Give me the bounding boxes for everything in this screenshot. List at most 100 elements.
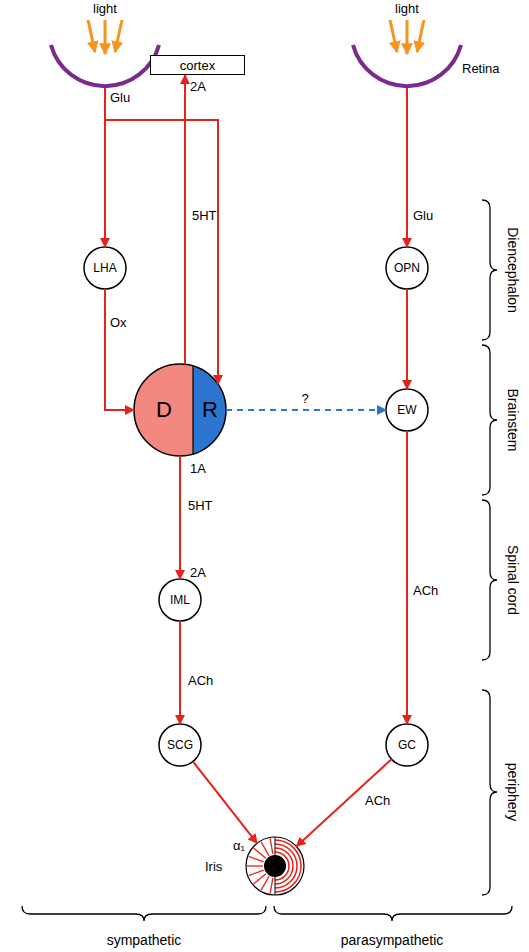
circle-outline bbox=[134, 364, 226, 456]
connector-label: Glu bbox=[110, 91, 130, 104]
dilator-fiber bbox=[247, 865, 263, 866]
connector bbox=[406, 431, 408, 724]
iris: Iris bbox=[205, 835, 305, 897]
curly-bracket bbox=[482, 200, 497, 340]
dilator-fiber bbox=[254, 874, 266, 884]
receptor-label: α₁ bbox=[233, 839, 245, 852]
connector bbox=[406, 289, 408, 389]
dilator-fiber bbox=[254, 848, 266, 858]
nucleus-circle: IML bbox=[158, 578, 202, 622]
retina: light bbox=[48, 0, 162, 88]
dilator-fiber bbox=[261, 842, 269, 856]
target-box: cortex bbox=[150, 55, 245, 75]
node-label: GC bbox=[398, 739, 416, 751]
curly-bracket bbox=[482, 500, 497, 660]
raphe-half bbox=[193, 363, 227, 457]
region-label: periphery bbox=[506, 763, 520, 821]
connector-label: 5HT bbox=[188, 499, 213, 512]
iris-divider bbox=[275, 837, 276, 855]
connector bbox=[184, 75, 186, 364]
ganglion-circle: SCG bbox=[158, 723, 202, 767]
retina-arc bbox=[51, 45, 159, 86]
node-label: light bbox=[48, 2, 162, 15]
node-label: LHA bbox=[93, 262, 116, 274]
node-label: Retina bbox=[462, 62, 500, 75]
light-ray bbox=[104, 20, 107, 54]
region-label: Diencephalon bbox=[506, 227, 520, 313]
connector bbox=[193, 762, 257, 844]
connector bbox=[104, 88, 106, 247]
brackets bbox=[22, 200, 512, 921]
retina-outline bbox=[350, 42, 464, 88]
circle-outline bbox=[159, 579, 201, 621]
nucleus-circle: EW bbox=[385, 388, 429, 432]
dilator-fiber bbox=[249, 856, 264, 861]
region-label: Brainstem bbox=[506, 388, 520, 451]
iris-outline bbox=[246, 837, 304, 895]
region-label: Spinal cord bbox=[506, 545, 520, 615]
connector bbox=[105, 88, 218, 384]
dilator-fiber bbox=[270, 878, 273, 894]
light-ray bbox=[406, 20, 409, 54]
connector-label: ACh bbox=[413, 584, 438, 597]
node-label: IML bbox=[170, 594, 190, 606]
connector-label: 5HT bbox=[192, 209, 217, 222]
circle-outline bbox=[386, 724, 428, 766]
connector bbox=[179, 456, 181, 579]
iris-divider bbox=[275, 877, 276, 895]
iris-art bbox=[246, 837, 304, 895]
node-label: EW bbox=[397, 404, 416, 416]
connector-label: ACh bbox=[188, 674, 213, 687]
connector bbox=[406, 88, 408, 247]
circle-outline bbox=[386, 389, 428, 431]
node-label: light bbox=[350, 2, 464, 15]
curly-bracket bbox=[22, 906, 266, 921]
connector bbox=[226, 409, 386, 411]
retina: lightRetina bbox=[350, 0, 510, 88]
circle-outline bbox=[84, 247, 126, 289]
dilator-fiber bbox=[270, 838, 273, 854]
connector bbox=[296, 759, 391, 846]
connector bbox=[105, 289, 134, 410]
curly-bracket bbox=[274, 906, 512, 921]
connector-label: ACh bbox=[365, 794, 390, 807]
nucleus-circle: LHA bbox=[83, 246, 127, 290]
curly-bracket bbox=[482, 690, 497, 895]
dilator-fiber bbox=[261, 876, 269, 890]
receptor-label: 1A bbox=[190, 462, 206, 475]
light-ray bbox=[115, 20, 122, 52]
curly-bracket bbox=[482, 345, 497, 495]
receptor-label: 2A bbox=[190, 80, 206, 93]
node-label: D bbox=[139, 399, 189, 421]
dorsal-half bbox=[134, 364, 226, 456]
connector-label: Ox bbox=[110, 316, 127, 329]
dilator-fiber bbox=[249, 870, 264, 875]
connector-label: Glu bbox=[413, 209, 433, 222]
node-label: cortex bbox=[180, 59, 215, 72]
raphe-nucleus: DR bbox=[133, 363, 227, 457]
circle-outline bbox=[386, 247, 428, 289]
connector bbox=[179, 621, 181, 724]
retina-arc bbox=[353, 45, 461, 86]
ganglion-circle: GC bbox=[385, 723, 429, 767]
node-label: Iris bbox=[205, 860, 222, 873]
light-ray bbox=[390, 20, 397, 52]
region-label: parasympathetic bbox=[341, 933, 444, 947]
retina-outline bbox=[48, 42, 162, 88]
circle-outline bbox=[159, 724, 201, 766]
nucleus-circle: OPN bbox=[385, 246, 429, 290]
divider-line bbox=[192, 366, 193, 454]
light-ray bbox=[88, 20, 95, 52]
node-label: OPN bbox=[394, 262, 420, 274]
light-rays bbox=[88, 20, 424, 54]
receptor-label: 2A bbox=[190, 566, 206, 579]
pupil bbox=[264, 855, 286, 877]
iris-outline bbox=[245, 836, 305, 896]
node-label: R bbox=[193, 399, 227, 421]
region-label: sympathetic bbox=[107, 933, 182, 947]
light-ray bbox=[417, 20, 424, 52]
connector-label: ? bbox=[301, 392, 308, 405]
